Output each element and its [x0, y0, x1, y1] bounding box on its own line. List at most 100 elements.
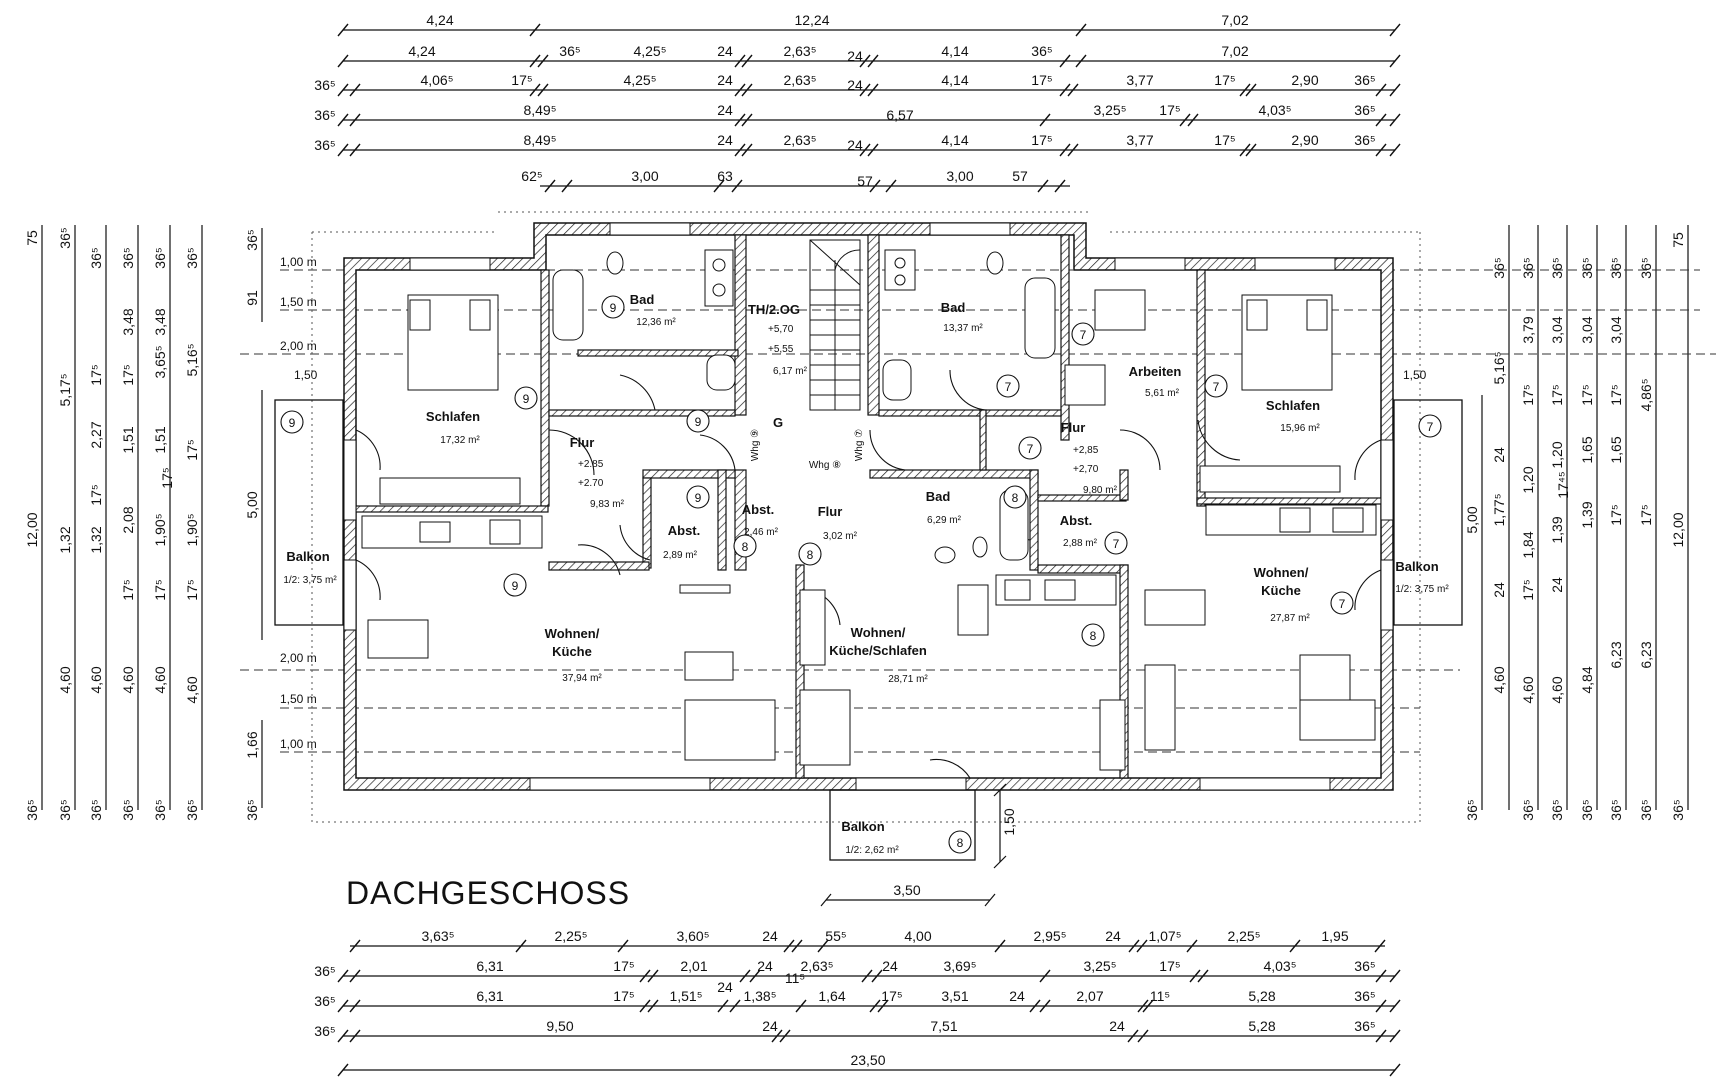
dim-right-4-1: 3,04	[1608, 316, 1624, 343]
dim-left-0-5: 36⁵	[184, 247, 200, 268]
dim-right-2-0: 36⁵	[1549, 257, 1565, 278]
sofa-7	[1299, 699, 1376, 741]
height-label-3: 1,50	[294, 368, 318, 382]
dim-bottom-1-3: 2,01	[680, 958, 707, 974]
dim-right-1-7: 36⁵	[1520, 799, 1536, 820]
room-name-balkon-7: Balkon	[1395, 559, 1438, 574]
sofa-9	[684, 699, 776, 761]
dim-left-7-1: 91	[244, 290, 260, 306]
dim-bottom-0-3: 24	[762, 928, 778, 944]
dim-right-2-8: 36⁵	[1549, 799, 1565, 820]
dim-right-5-4: 36⁵	[1638, 799, 1654, 820]
dim-bottom-1-1: 6,31	[476, 958, 503, 974]
room-area-wohnen-9: 37,94 m²	[562, 673, 602, 684]
dim-bottom-2-3: 1,51⁵	[669, 988, 702, 1004]
dim-top-2-8: 17⁵	[1031, 72, 1052, 88]
interior-walls	[355, 234, 1382, 779]
dim-left-7-4: 36⁵	[244, 799, 260, 820]
dim-bottom-0-5: 4,00	[904, 928, 931, 944]
height-label-6: 1,00 m	[280, 737, 317, 751]
dim-top-4-1: 8,49⁵	[523, 132, 556, 148]
dim-right-2-2: 17⁵	[1549, 384, 1565, 405]
dim-left-2-5: 36⁵	[88, 799, 104, 820]
dim-left-5-4: 4,60	[184, 676, 200, 703]
dim-right-6-1: 5,00	[1464, 506, 1480, 533]
dim-bottom-2-12: 11⁵	[1150, 988, 1170, 1004]
dim-top-2-5: 2,63⁵	[783, 72, 816, 88]
room-level-flur-9-1: +2.85	[578, 459, 604, 470]
dim-bottom-1-6: 24	[882, 958, 898, 974]
dim-right-1-6: 4,60	[1520, 676, 1536, 703]
dim-top-2-10: 17⁵	[1214, 72, 1235, 88]
room-labels: Schlafen 17,32 m² Bad 12,36 m² TH/2.OG +…	[283, 292, 1449, 856]
dim-bottom-2-10: 24	[1009, 988, 1025, 1004]
room-level-flur-7-1: +2,85	[1073, 445, 1099, 456]
room-name-bad-8: Bad	[926, 489, 951, 504]
bathtub-7	[1024, 277, 1056, 359]
top-dimension-ticks	[337, 23, 1401, 193]
marker-bad-8: 8	[1012, 491, 1019, 505]
dim-right-2-4: 17⁴⁵	[1555, 471, 1571, 498]
staircase	[809, 239, 861, 411]
marker-bad-7: 7	[1005, 380, 1012, 394]
room-area-bad-9: 12,36 m²	[636, 317, 676, 328]
dim-right-3-5: 4,84	[1579, 666, 1595, 693]
dim-bottom-3-5: 5,28	[1248, 1018, 1275, 1034]
dim-top-2-4: 24	[717, 72, 733, 88]
toilet-9	[606, 251, 624, 275]
room-area-abst-7: 2,88 m²	[1063, 538, 1098, 549]
windows	[343, 222, 1394, 791]
marker-balkon-8: 8	[957, 836, 964, 850]
room-name-arbeiten-7: Arbeiten	[1129, 364, 1182, 379]
dining-table-8	[957, 584, 989, 636]
room-name-flur-7: Flur	[1061, 420, 1086, 435]
dim-right-0-1: 5,16⁵	[1491, 351, 1507, 384]
height-label-5: 1,50 m	[280, 692, 317, 706]
dim-bottom-3-6: 36⁵	[1354, 1018, 1375, 1034]
dim-right-2-1: 3,04	[1549, 316, 1565, 343]
room-area-th: 6,17 m²	[773, 366, 808, 377]
left-dimension-chains	[41, 225, 263, 810]
height-label-4: 2,00 m	[280, 651, 317, 665]
dim-bottom-4-0: 23,50	[850, 1052, 885, 1068]
bottom-dimension-chains	[343, 945, 1395, 1071]
door-swings	[355, 369, 1382, 779]
marker-wohnen-7: 7	[1339, 597, 1346, 611]
dim-top-4-2: 24	[717, 132, 733, 148]
arbeiten-desk	[1094, 289, 1146, 331]
dim-top-3-5: 17⁵	[1159, 102, 1180, 118]
dim-bottom-0-1: 2,25⁵	[554, 928, 587, 944]
dim-right-4-0: 36⁵	[1608, 257, 1624, 278]
dim-left-5-1: 17⁵	[159, 467, 175, 488]
dim-left-3-3: 2,08	[120, 506, 136, 533]
dim-right-3-2: 17⁵	[1579, 384, 1595, 405]
dim-top-3-6: 4,03⁵	[1258, 102, 1291, 118]
dim-bottom-1-8: 3,25⁵	[1083, 958, 1116, 974]
marker-flur-7: 7	[1027, 442, 1034, 456]
room-area-schlafen-9: 17,32 m²	[440, 435, 480, 446]
living-furniture	[367, 584, 1376, 771]
dim-right-3-3: 1,65	[1579, 436, 1595, 463]
beds	[379, 294, 1341, 505]
room-name-flur-9: Flur	[570, 435, 595, 450]
dim-bottom-1-9: 17⁵	[1159, 958, 1180, 974]
marker-abst-7: 7	[1113, 537, 1120, 551]
dim-top-4-5: 4,14	[941, 132, 968, 148]
dim-bottom-1-4: 24	[757, 958, 773, 974]
bed-8	[799, 689, 851, 766]
dim-bottom-2-1: 6,31	[476, 988, 503, 1004]
marker-flur-8: 8	[807, 548, 814, 562]
bathroom-fixtures	[552, 249, 1146, 564]
dim-left-5-3: 17⁵	[184, 579, 200, 600]
dim-top-1-5: 24	[847, 48, 863, 64]
dim-top-5-3: 57	[857, 173, 873, 189]
room-area-abst-9: 2,89 m²	[663, 550, 698, 561]
dim-top-2-7: 4,14	[941, 72, 968, 88]
dim-right-4-2: 17⁵	[1608, 384, 1624, 405]
dim-bottom-3-2: 24	[762, 1018, 778, 1034]
left-dimension-labels: 75 36⁵ 36⁵ 36⁵ 36⁵ 36⁵ 5,17⁵ 1,32 4,60 3…	[24, 227, 260, 820]
whg-label-9: Whg ⑨	[750, 429, 761, 461]
room-level-flur-9-2: +2.70	[578, 478, 604, 489]
dim-right-1-2: 17⁵	[1520, 384, 1536, 405]
